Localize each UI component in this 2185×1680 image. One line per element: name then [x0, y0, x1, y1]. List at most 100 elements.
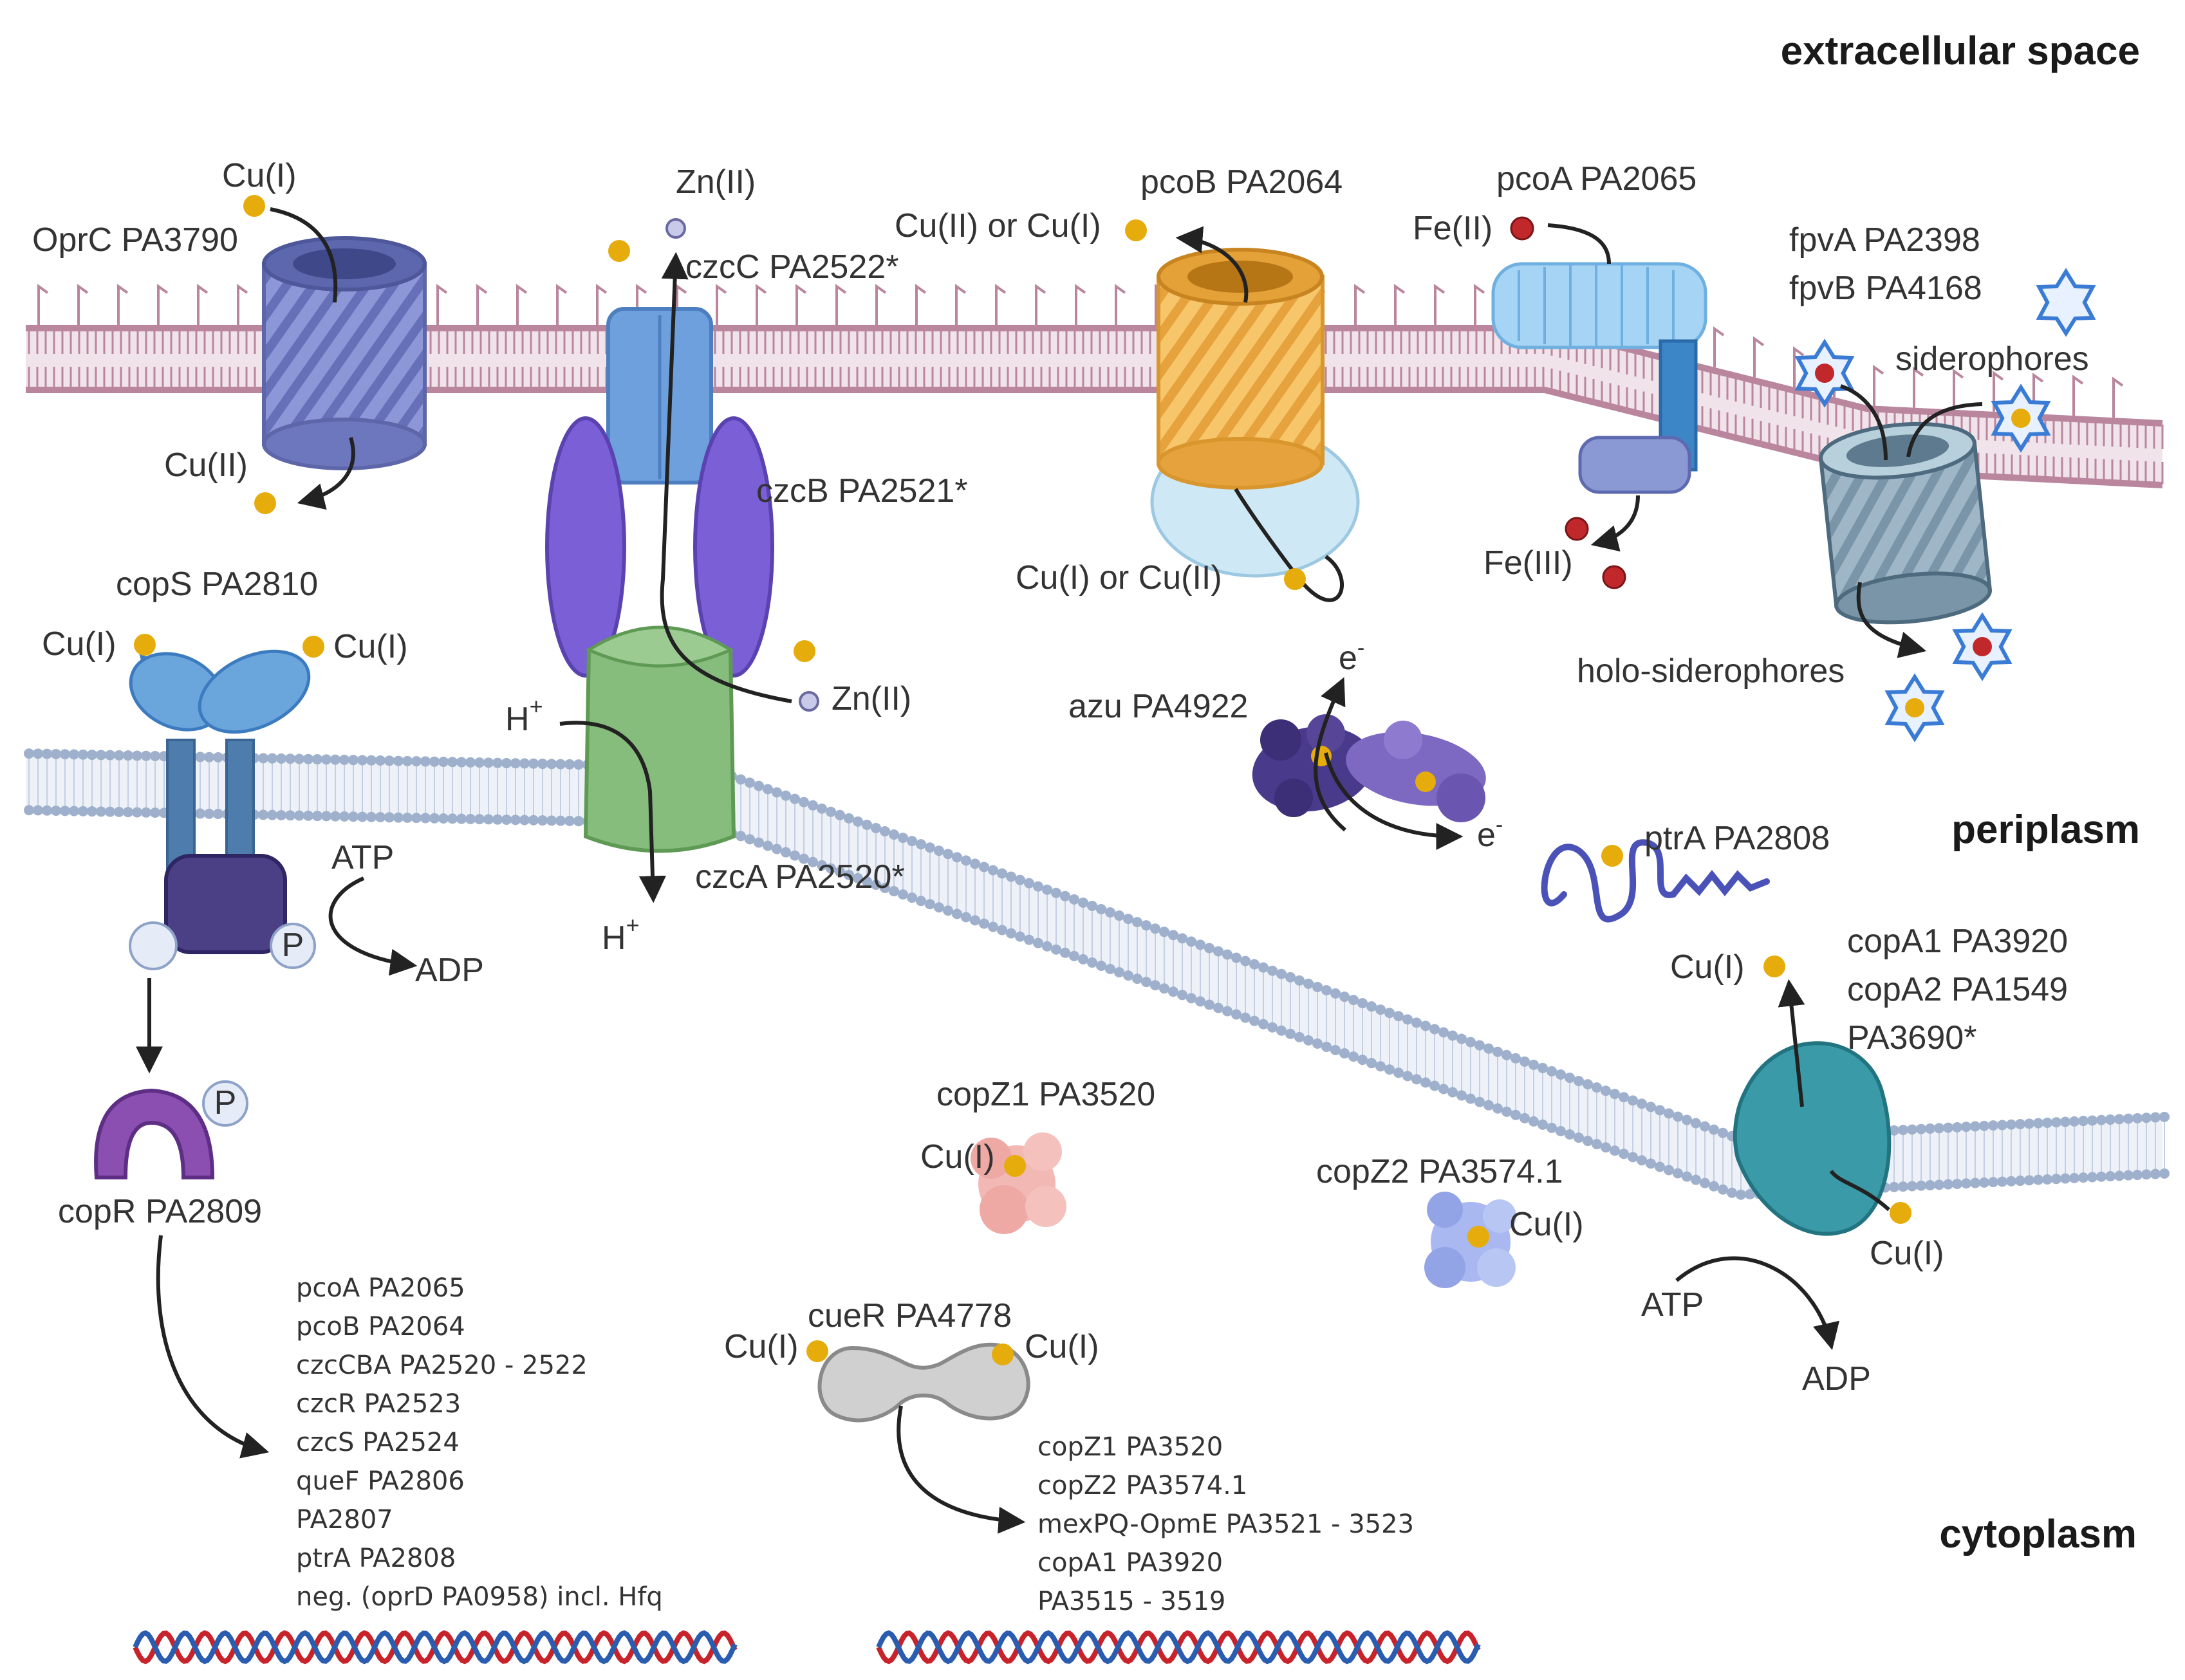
cops-cu-right-label: Cu(I): [333, 628, 408, 665]
electron-arrow-down: [1324, 752, 1464, 850]
holo-siderophore-arrow: [1856, 582, 1927, 658]
ptra-protein: [1541, 839, 1770, 923]
oprc-arrow-in: [270, 207, 338, 303]
copr-target: pcoA PA2065: [296, 1273, 465, 1303]
bound-ion: [2011, 409, 2031, 428]
copper-ion: [806, 1340, 828, 1362]
zinc-efflux-arrow: [660, 252, 792, 703]
electron-arrow-up: [1314, 677, 1346, 832]
siderophore-arrow-in: [1840, 384, 1888, 461]
phosphate-left: [129, 921, 178, 970]
phosphate-label-2: P: [214, 1084, 237, 1122]
czcA-label: czcA PA2520*: [695, 858, 905, 896]
pcob-outer-membrane-protein: [1150, 248, 1360, 578]
oprc-label: OprC PA3790: [32, 221, 238, 259]
dna-helix-right: [876, 1630, 1481, 1665]
copper-ion: [1890, 1202, 1911, 1224]
periplasm-label: periplasm: [1951, 808, 2140, 852]
pa3690-label: PA3690*: [1847, 1019, 1976, 1057]
bound-ion: [1973, 637, 1992, 656]
h-plus-in-label: H+: [505, 693, 543, 738]
copa-efflux-arrow: [1778, 979, 1805, 1107]
copa-uptake-arrow: [1829, 1170, 1890, 1212]
copa-cu-bottom-label: Cu(I): [1870, 1235, 1944, 1272]
pcoa-label: pcoA PA2065: [1496, 160, 1697, 198]
cops-sensor-kinase: [129, 649, 311, 954]
copr-target: czcR PA2523: [296, 1389, 461, 1419]
bound-ion: [1905, 698, 1924, 717]
copper-ion: [243, 195, 265, 217]
atp-left-label: ATP: [331, 839, 394, 876]
copper-ion: [1763, 955, 1785, 977]
cuer-target: copA1 PA3920: [1037, 1548, 1223, 1578]
pcoa-multicopper-oxidase: [1491, 262, 1707, 494]
copper-ion: [254, 492, 276, 514]
cuer-label: cueR PA4778: [808, 1297, 1012, 1334]
adp-left-label: ADP: [415, 952, 484, 989]
copr-label: copR PA2809: [58, 1193, 262, 1230]
cuer-target: copZ1 PA3520: [1037, 1432, 1223, 1462]
oprc-cu1-label: Cu(I): [222, 157, 297, 194]
pcob-label: pcoB PA2064: [1140, 163, 1343, 201]
fe2-label: Fe(II): [1413, 210, 1492, 247]
copr-regulator: [94, 1088, 215, 1179]
copa2-label: copA2 PA1549: [1847, 971, 2068, 1008]
pcob-bottom-cu-label: Cu(I) or Cu(II): [1016, 559, 1222, 596]
copper-ion: [992, 1343, 1014, 1365]
fpva-label: fpvA PA2398: [1789, 221, 1980, 259]
zinc-top-label: Zn(II): [676, 163, 756, 201]
cuer-target: PA3515 - 3519: [1037, 1587, 1225, 1616]
copper-ion: [794, 640, 815, 662]
iron-ion: [1510, 216, 1534, 241]
copper-ion: [1125, 219, 1147, 241]
copz2-cu-label: Cu(I): [1509, 1206, 1584, 1243]
cuer-cu-right-label: Cu(I): [1025, 1328, 1099, 1365]
copr-target: czcCBA PA2520 - 2522: [296, 1351, 588, 1380]
copper-ion: [608, 240, 630, 262]
copr-target: neg. (oprD PA0958) incl. Hfq: [296, 1582, 663, 1612]
adp-right-label: ADP: [1802, 1360, 1871, 1398]
czcC-label: czcC PA2522*: [685, 248, 898, 286]
pcob-top-cu-label: Cu(II) or Cu(I): [895, 207, 1101, 245]
copr-target-list: pcoA PA2065 pcoB PA2064 czcCBA PA2520 - …: [296, 1273, 663, 1612]
cuer-target: copZ2 PA3574.1: [1037, 1471, 1247, 1500]
ptra-label: ptrA PA2808: [1644, 820, 1830, 857]
h-plus-out-label: H+: [602, 912, 640, 957]
atp-right-label: ATP: [1641, 1286, 1704, 1324]
cops-label: copS PA2810: [116, 566, 318, 603]
cuer-cu-left-label: Cu(I): [724, 1328, 799, 1365]
atp-arrow-right: [1675, 1256, 1839, 1351]
iron-ion: [1602, 565, 1626, 589]
cytoplasm-label: cytoplasm: [1939, 1512, 2137, 1556]
zinc-ion: [799, 691, 819, 712]
cops-cu-left-label: Cu(I): [42, 625, 116, 663]
azurin-protein: [1252, 714, 1486, 822]
cuer-regulation-arrow: [897, 1405, 1026, 1534]
siderophore-stars: [1794, 268, 2096, 743]
oprc-porin: [262, 236, 427, 470]
copz1-cu-label: Cu(I): [920, 1138, 995, 1176]
zinc-ion: [665, 218, 686, 239]
fe3-label: Fe(III): [1483, 544, 1573, 582]
siderophore-arrow-in-2: [1906, 402, 1983, 457]
siderophore-star: [2036, 268, 2096, 337]
fpvb-label: fpvB PA4168: [1789, 270, 1982, 307]
cuer-target-list: copZ1 PA3520 copZ2 PA3574.1 mexPQ-OpmE P…: [1037, 1432, 1414, 1616]
electron-bottom-label: e-: [1477, 813, 1503, 854]
proton-arrow: [559, 721, 666, 903]
copr-target: czcS PA2524: [296, 1428, 460, 1457]
copa-cu-top-label: Cu(I): [1670, 948, 1745, 986]
extracellular-space-label: extracellular space: [1781, 29, 2140, 73]
fpv-siderophore-receptor: [1818, 421, 1993, 625]
bound-ion: [1815, 364, 1834, 383]
copper-ion: [1004, 1155, 1026, 1177]
copa1-label: copA1 PA3920: [1847, 923, 2068, 960]
cuer-target: mexPQ-OpmE PA3521 - 3523: [1037, 1509, 1414, 1539]
copper-ion: [134, 634, 156, 656]
copper-ion: [1284, 568, 1306, 590]
copper-ion: [1601, 845, 1623, 867]
czc-efflux-pump: [545, 307, 774, 853]
siderophores-label: siderophores: [1895, 340, 2089, 378]
phosphate-group: [270, 923, 316, 969]
